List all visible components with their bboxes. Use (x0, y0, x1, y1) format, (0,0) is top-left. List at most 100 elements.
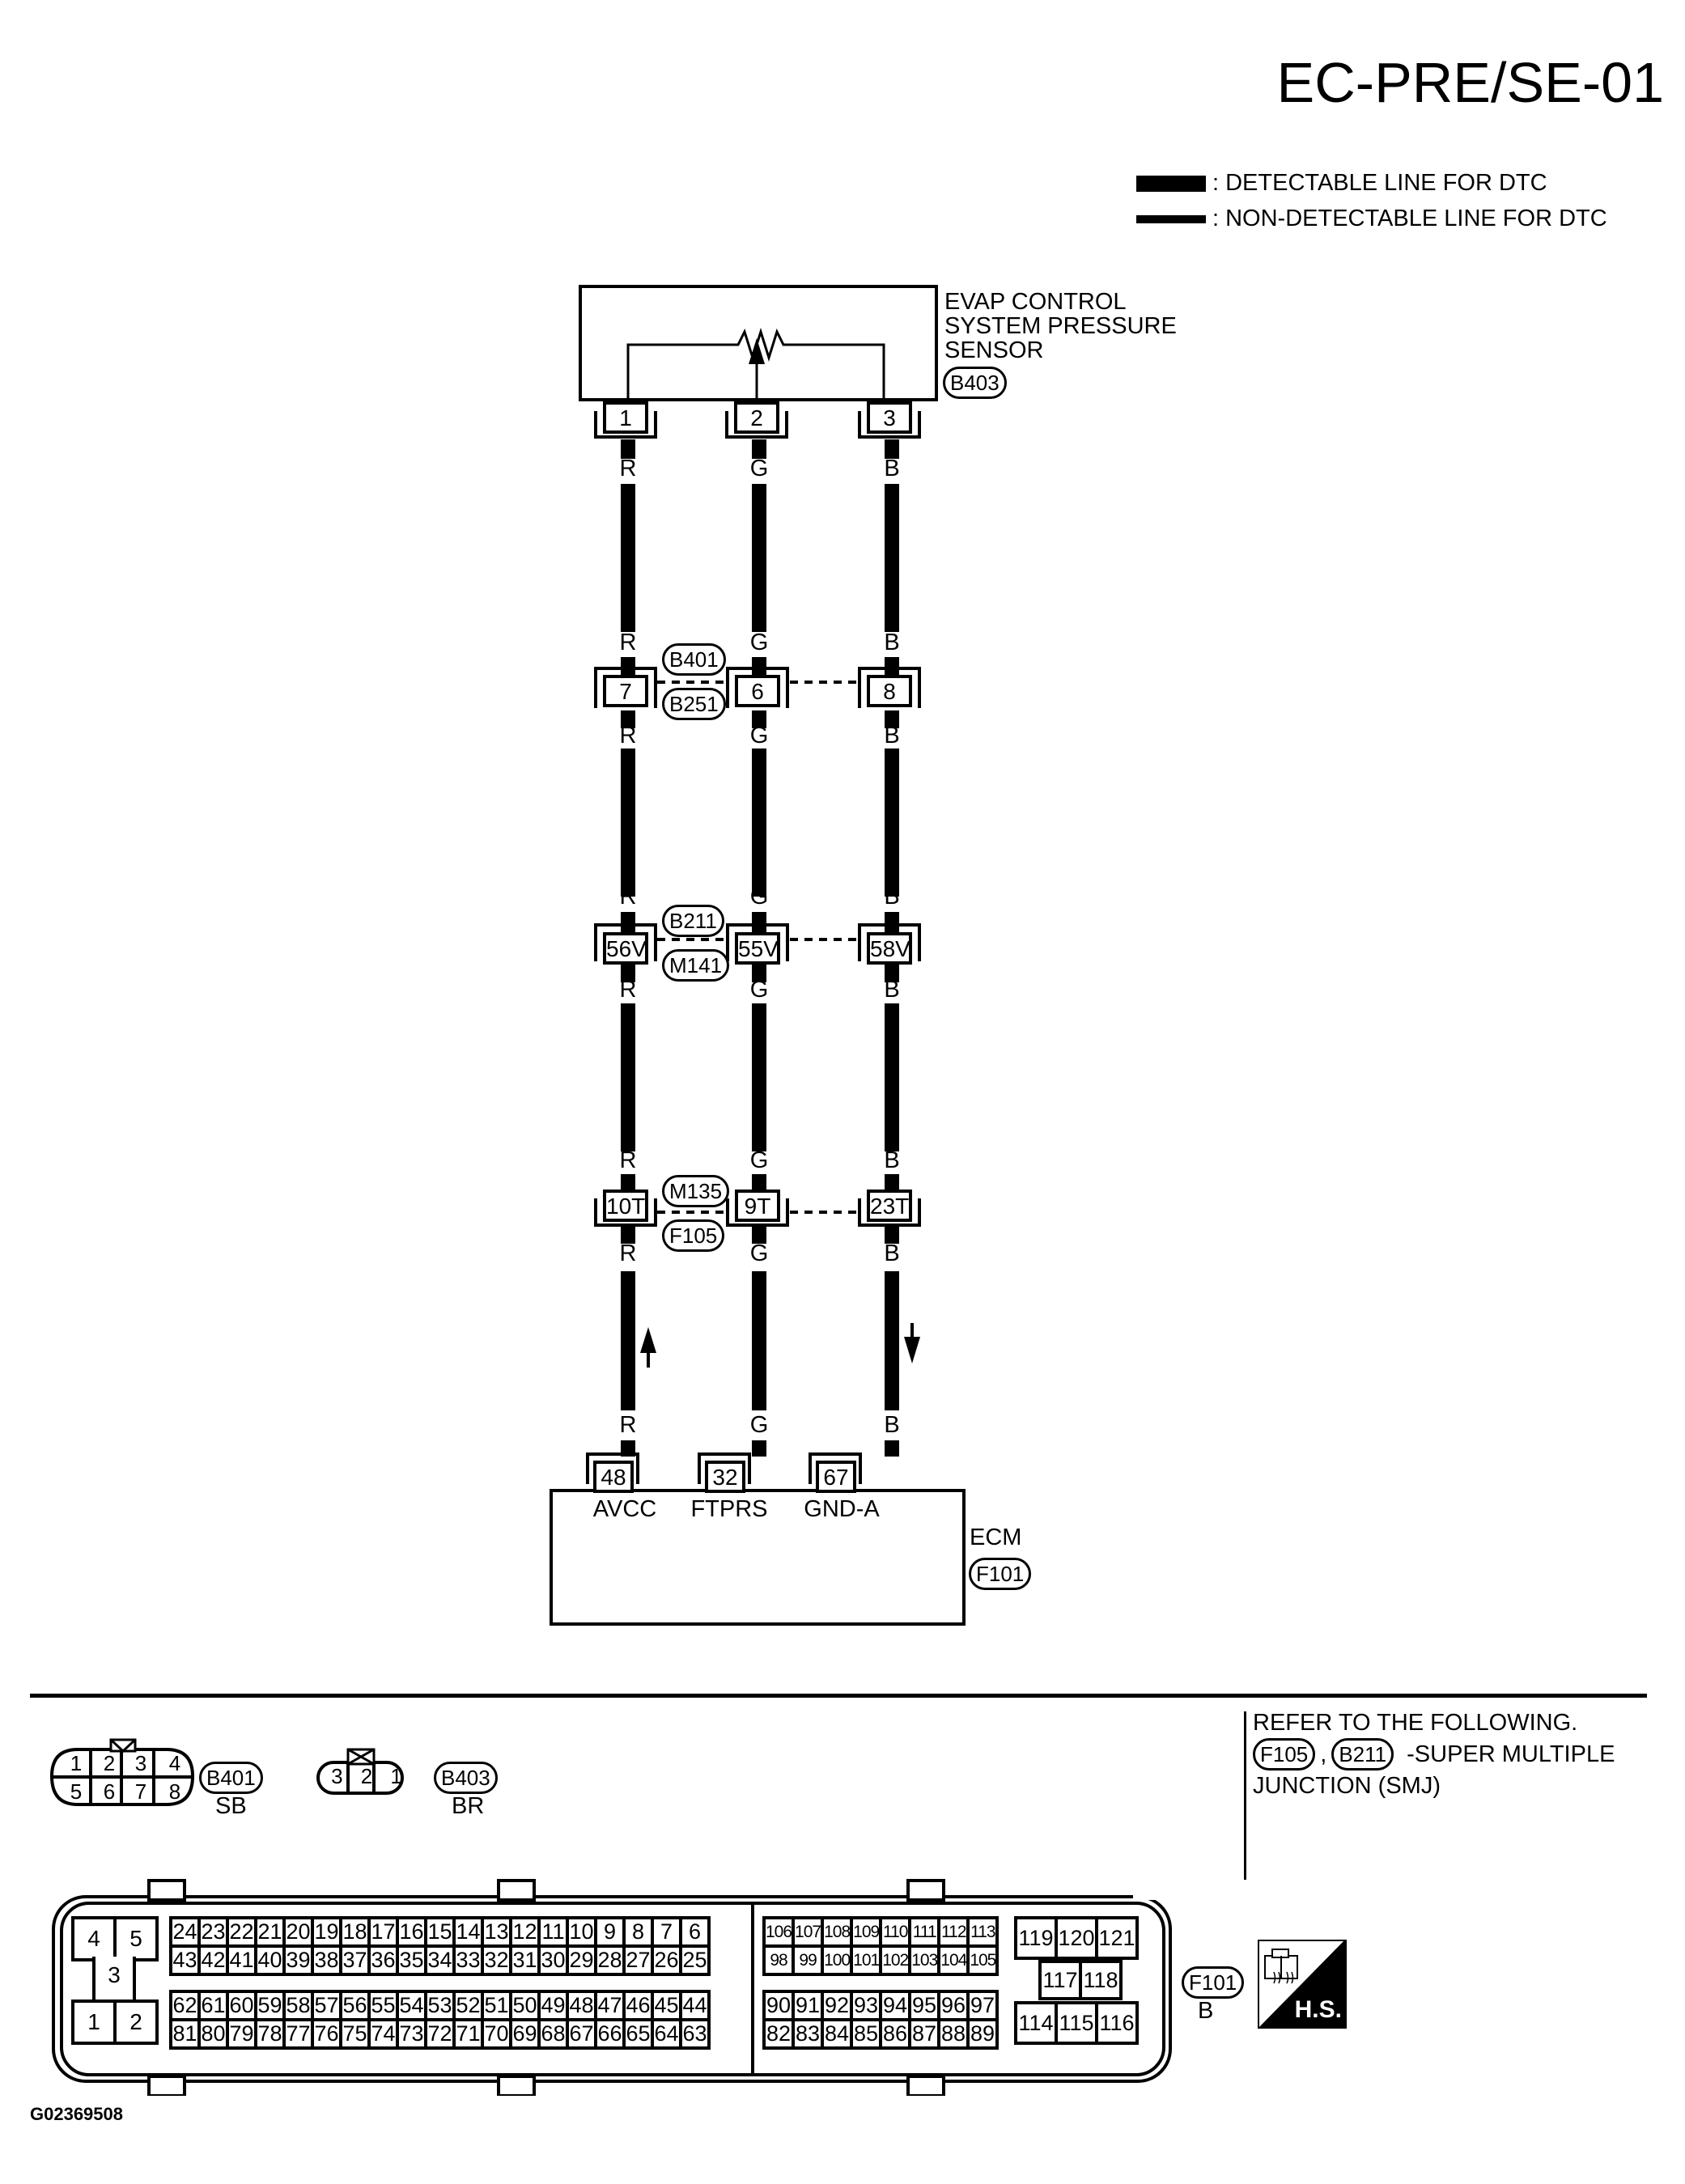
sensor-pin-1: 1 (603, 401, 648, 434)
legend-label: : NON-DETECTABLE LINE FOR DTC (1212, 206, 1607, 231)
f101-pin: 10 (566, 1916, 597, 1948)
junction-1-lower-code[interactable]: B251 (662, 688, 726, 720)
wire-color-label: G (749, 1147, 769, 1173)
f101-pin: 49 (537, 1990, 569, 2021)
wire-color-label: R (619, 884, 637, 910)
b403-connector-face (316, 1748, 404, 1795)
f101-pin: 42 (197, 1944, 229, 1976)
f101-pin: 110 (879, 1916, 912, 1948)
wire-color-label: B (884, 884, 900, 910)
f101-pin: 75 (339, 2018, 371, 2050)
wire-color-label: G (749, 1240, 769, 1266)
wire-color-label: R (619, 630, 637, 655)
f101-pin: 44 (679, 1990, 711, 2021)
wire-color-label: B (884, 1147, 900, 1173)
f101-pin: 108 (821, 1916, 854, 1948)
harness-side-connector-icon (1258, 1940, 1347, 2029)
f101-pin: 87 (908, 2018, 940, 2050)
thin-line-swatch (1136, 214, 1206, 223)
f101-pin: 37 (339, 1944, 371, 1976)
f101-pin: 85 (850, 2018, 882, 2050)
f101-pin: 33 (452, 1944, 484, 1976)
f101-pin: 11 (537, 1916, 569, 1948)
junction-2-pin-g: 55V (735, 932, 780, 965)
f101-pin: 111 (908, 1916, 941, 1948)
f101-color: B (1198, 1998, 1214, 2024)
junction-2-pin-r: 56V (603, 932, 648, 965)
f101-pin: 36 (367, 1944, 399, 1976)
f101-pin: 77 (282, 2018, 314, 2050)
junction-3-lower-code[interactable]: F105 (662, 1219, 725, 1252)
f101-pin: 18 (339, 1916, 371, 1948)
junction-3-pin-r: 10T (603, 1190, 648, 1222)
f101-pin: 102 (879, 1944, 912, 1976)
f101-pin: 61 (197, 1990, 229, 2021)
f101-pin: 60 (226, 1990, 257, 2021)
f101-pin: 83 (792, 2018, 824, 2050)
junction-2-upper-code[interactable]: B211 (662, 905, 724, 937)
note-code-b211[interactable]: B211 (1331, 1738, 1394, 1771)
f101-pin: 43 (169, 1944, 201, 1976)
b401-code[interactable]: B401 (199, 1762, 263, 1794)
junction-3-upper-code[interactable]: M135 (662, 1175, 730, 1207)
f101-pin: 103 (908, 1944, 941, 1976)
f101-pin: 107 (792, 1916, 825, 1948)
f101-pin: 58 (282, 1990, 314, 2021)
f101-pin: 55 (367, 1990, 399, 2021)
f101-pin: 20 (282, 1916, 314, 1948)
f101-pin: 94 (879, 1990, 911, 2021)
f101-pin: 97 (966, 1990, 999, 2021)
wire-color-label: R (619, 1412, 637, 1438)
thick-line-swatch (1136, 175, 1206, 192)
wire-color-label: B (884, 630, 900, 655)
note-code-f105[interactable]: F105 (1253, 1738, 1316, 1771)
f101-pin: 73 (396, 2018, 427, 2050)
wire-color-label: G (749, 723, 769, 748)
f101-pin: 90 (762, 1990, 795, 2021)
f101-pin: 35 (396, 1944, 427, 1976)
f101-pin: 118 (1079, 1960, 1123, 2000)
legend-label: : DETECTABLE LINE FOR DTC (1212, 170, 1547, 196)
junction-2-lower-code[interactable]: M141 (662, 949, 730, 982)
junction-1-upper-code[interactable]: B401 (662, 643, 726, 676)
ecm-body (550, 1489, 966, 1626)
section-divider (30, 1694, 1647, 1698)
f101-pin: 62 (169, 1990, 201, 2021)
sensor-connector-code[interactable]: B403 (943, 367, 1007, 399)
ecm-connector-code[interactable]: F101 (969, 1558, 1032, 1590)
f101-pin: 65 (622, 2018, 654, 2050)
sensor-name: EVAP CONTROL SYSTEM PRESSURE SENSOR (944, 289, 1177, 363)
f101-pin: 56 (339, 1990, 371, 2021)
wire-color-label: B (884, 723, 900, 748)
sensor-body (579, 285, 938, 401)
wire-color-label: R (619, 1240, 637, 1266)
b403-code[interactable]: B403 (434, 1762, 498, 1794)
junction-3-pin-b: 23T (867, 1190, 912, 1222)
f101-code[interactable]: F101 (1182, 1966, 1245, 1999)
f101-pin: 109 (850, 1916, 883, 1948)
wire-color-label: B (884, 456, 900, 481)
f101-pin: 6 (679, 1916, 711, 1948)
f101-pin: 46 (622, 1990, 654, 2021)
f101-pin: 12 (509, 1916, 541, 1948)
f101-pin: 72 (424, 2018, 456, 2050)
f101-pin: 114 (1014, 2001, 1058, 2045)
f101-pin: 34 (424, 1944, 456, 1976)
f101-pin: 116 (1095, 2001, 1139, 2045)
f101-pin: 26 (651, 1944, 682, 1976)
sensor-pin-3: 3 (867, 401, 912, 434)
ecm-terminal-name: GND-A (804, 1496, 880, 1522)
f101-pin: 74 (367, 2018, 399, 2050)
wire-color-label: G (749, 630, 769, 655)
figure-id: G02369508 (30, 2104, 123, 2124)
f101-pin: 121 (1095, 1916, 1139, 1960)
junction-1-pin-b: 8 (867, 675, 912, 707)
f101-pin: 98 (762, 1944, 796, 1976)
ecm-pin-avcc: 48 (593, 1461, 634, 1493)
f101-pin: 21 (254, 1916, 286, 1948)
f101-pin: 32 (481, 1944, 512, 1976)
